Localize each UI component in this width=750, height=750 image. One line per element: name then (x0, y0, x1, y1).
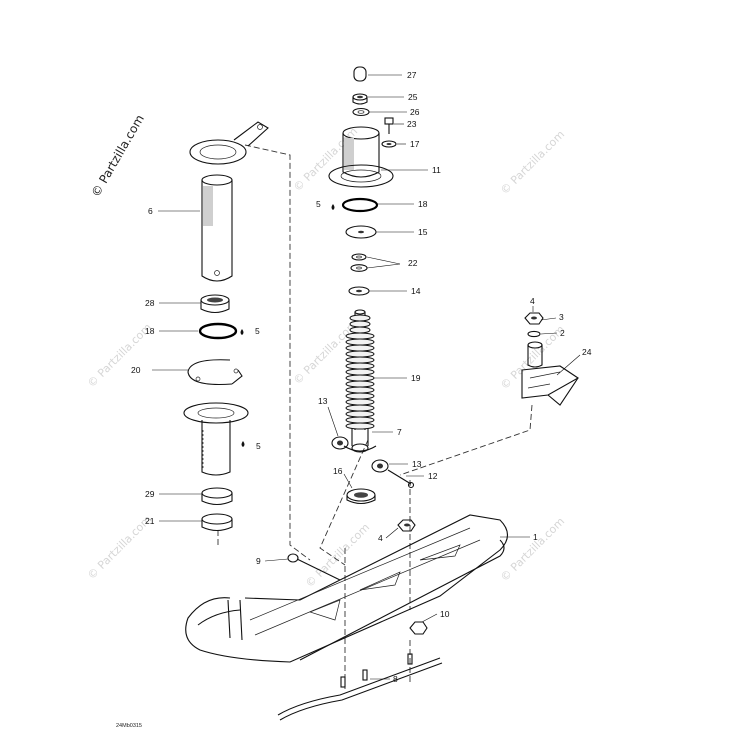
callout-28: 28 (145, 298, 155, 308)
part-16-bumper (346, 488, 376, 505)
part-26-washer (352, 107, 370, 117)
callout-21: 21 (145, 516, 155, 526)
callout-18-left: 18 (145, 326, 155, 336)
callout-12: 12 (428, 471, 438, 481)
callout-1: 1 (533, 532, 538, 542)
callout-23: 23 (407, 119, 417, 129)
leader-lines (152, 74, 581, 680)
drawing-reference: 24Mb0315 (116, 723, 142, 729)
part-10-nut (409, 621, 428, 635)
callout-17: 17 (410, 139, 420, 149)
part-23-bolt (384, 117, 394, 134)
part-18-oring-center (341, 197, 379, 213)
part-29-bushing (201, 487, 233, 506)
part-15-plate (345, 225, 377, 239)
watermark-text: © Partzilla.com (498, 515, 567, 584)
assembly-dashed-lines (217, 144, 533, 690)
part-18-oring-left (198, 322, 238, 340)
part-21-bushing (201, 513, 233, 532)
part-12-pin (387, 469, 415, 489)
callout-11: 11 (432, 165, 441, 175)
part-11-upper-mount (328, 126, 394, 188)
watermark-text: © Partzilla.com (303, 521, 372, 590)
part-13-bushing-right (371, 459, 389, 473)
watermark-text: © Partzilla.com (85, 321, 154, 390)
callout-16: 16 (333, 466, 343, 476)
callout-4-lower: 4 (378, 533, 383, 543)
callout-27: 27 (407, 70, 417, 80)
callout-20: 20 (131, 365, 141, 375)
callout-10: 10 (440, 609, 450, 619)
callout-13-left: 13 (318, 396, 328, 406)
callout-4-upper: 4 (530, 296, 535, 306)
part-lower-leg (183, 402, 249, 476)
callout-7: 7 (397, 427, 402, 437)
part-4-nut-upper (524, 312, 544, 325)
part-13-bushing-left (331, 436, 349, 450)
part-17-washer (381, 140, 397, 148)
part-27-cap (353, 66, 367, 82)
callout-24: 24 (582, 347, 592, 357)
part-9-bolt (287, 553, 341, 581)
callout-9: 9 (256, 556, 261, 566)
callout-5-lower: 5 (256, 441, 261, 451)
callout-29: 29 (145, 489, 155, 499)
part-14-washer (348, 286, 370, 296)
grease-drop-icon (241, 441, 245, 447)
part-20-circlip (187, 359, 243, 386)
callout-15: 15 (418, 227, 428, 237)
watermark-layer: © Partzilla.com © Partzilla.com © Partzi… (85, 125, 567, 590)
callout-8: 8 (393, 674, 398, 684)
part-4-nut-lower (397, 519, 416, 532)
grease-drop-icon (331, 204, 335, 210)
part-22-washers (350, 253, 368, 272)
watermark-text: © Partzilla.com (498, 128, 567, 197)
part-24-bracket (521, 365, 580, 406)
callout-5-left: 5 (255, 326, 260, 336)
callout-2: 2 (560, 328, 565, 338)
part-retainer-plate (189, 121, 269, 165)
brand-watermark: © Partzilla.com (88, 112, 146, 199)
part-6-tube (201, 174, 233, 282)
part-25-nut (352, 93, 368, 105)
part-1-ski (185, 514, 509, 663)
callout-13-right: 13 (412, 459, 422, 469)
part-19-spring (345, 309, 375, 430)
callout-5-center: 5 (316, 199, 321, 209)
callout-26: 26 (410, 107, 420, 117)
callout-25: 25 (408, 92, 418, 102)
callout-3: 3 (559, 312, 564, 322)
grease-drop-icon (240, 329, 244, 335)
part-2-spacer (527, 341, 543, 368)
callout-6: 6 (148, 206, 153, 216)
callout-19: 19 (411, 373, 421, 383)
part-28-bushing (200, 294, 230, 314)
callout-14: 14 (411, 286, 421, 296)
watermark-text: © Partzilla.com (85, 513, 154, 582)
part-8-wear-bar (277, 653, 443, 721)
callout-22: 22 (408, 258, 418, 268)
part-3-washer (527, 330, 541, 338)
callout-labels: 27 25 26 23 17 11 18 5 15 22 14 19 7 13 … (131, 70, 592, 684)
part-7-shock-body (343, 428, 377, 453)
callout-18-center: 18 (418, 199, 428, 209)
